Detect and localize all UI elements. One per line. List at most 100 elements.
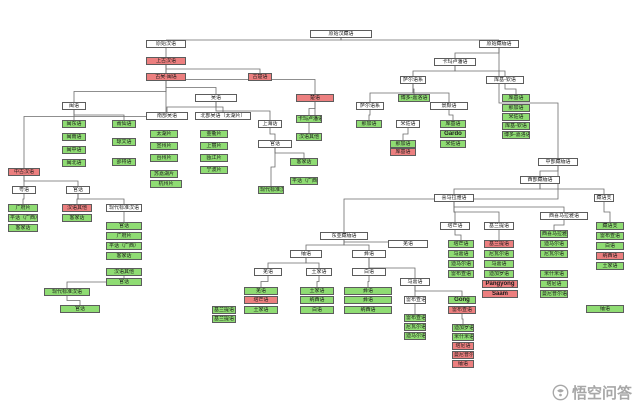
wu-item-4: 金衢片 (200, 130, 228, 138)
connector-line (73, 110, 125, 120)
tb-wh-5: 塔尼语 (540, 280, 568, 288)
connector-line (402, 128, 409, 140)
watermark: 悟空问答 (552, 382, 632, 403)
tibeto-burman-node: 原始藏缅语 (479, 40, 519, 48)
connector-line (343, 240, 370, 250)
connector-line (23, 65, 167, 168)
tb-tamang-1: 塔芒语 (448, 240, 474, 248)
tb-item-c: 那加语 (390, 140, 416, 148)
min-item-1: 闽东语 (62, 120, 86, 128)
ea-b-2: 彝语 (344, 296, 392, 304)
ea-l-2: 尼瓦尔语 (404, 323, 426, 331)
old-chu-node: 古楚语 (248, 73, 272, 81)
tb-tib-6: 缅语 (586, 305, 624, 313)
north-item-2: 客家话 (62, 214, 92, 222)
wu-northern-node: 北部吴语（太湖片） (195, 112, 251, 120)
connector-line (215, 102, 224, 112)
ea-t-3: 白语 (300, 306, 334, 314)
connector-line (368, 258, 416, 278)
mandarin-item-5: 汉语其他 (106, 268, 142, 276)
mandarin-item-1: 官话 (106, 222, 142, 230)
wu-item-10: 上海话 (258, 120, 282, 128)
connector-line (165, 65, 261, 73)
tb-konyak-node: 萨尔语系 (356, 102, 384, 110)
connector-line (22, 194, 25, 204)
connector-line (340, 38, 499, 41)
ea-l-3: 迪马尔语 (404, 332, 426, 340)
wu-item-3: 台州片 (150, 154, 178, 162)
ea-tujia-node: 土家语 (306, 268, 332, 276)
watermark-text: 悟空问答 (571, 385, 632, 402)
canton-item-3: 客家话 (8, 224, 38, 232)
tb-right-4: 库基-钦语 (502, 122, 530, 130)
connector-line (414, 286, 463, 296)
tb-right-1: 库基语 (502, 94, 530, 102)
min-item-5: 莆仙语 (112, 120, 136, 128)
tb-tamang-2: 马嘉语 (448, 250, 474, 258)
ea-l-1: 雷布查语 (404, 314, 426, 322)
connector-line (166, 38, 342, 41)
wu-item-9: 杭州片 (150, 180, 182, 188)
mandarin-item-2: 广府片 (106, 232, 142, 240)
old-wu-min-node: 古吴·闽语 (146, 73, 186, 81)
tb-right-5: 博多-嘉洛语 (502, 131, 530, 139)
min-item-3: 闽中语 (62, 146, 86, 154)
tb-kiranti-2: 尼瓦尔语 (484, 250, 514, 258)
min-item-7: 邵将语 (112, 158, 136, 166)
tb-tib-5: 土家语 (596, 262, 624, 270)
wu-item-7: 宁波片 (200, 166, 228, 174)
north-item-1: 汉语其他 (62, 204, 92, 212)
mid-item-2: 平话（广西） (290, 177, 318, 185)
ea-bai-node: 白语 (352, 268, 386, 276)
ea-q-2: 塔芒语 (244, 296, 278, 304)
tb-right-3: 米佐语 (502, 113, 530, 121)
min-item-4: 闽北语 (62, 159, 86, 167)
connector-line (553, 220, 565, 230)
connector-line (165, 81, 217, 94)
ea-t-1: 土家语 (300, 287, 334, 295)
connector-line (23, 176, 79, 186)
tb-tib-4: 纳西语 (596, 252, 624, 260)
wukong-logo-icon (552, 384, 569, 401)
connector-line (539, 166, 559, 176)
root-node: 原始汉藏语 (310, 30, 372, 38)
wu-item-8: 苏嘉湖片 (150, 170, 178, 178)
tb-wh-2: 迪马尔语 (540, 240, 568, 248)
canton-item-2: 平话（广西） (8, 214, 38, 222)
wu-item-1: 太湖片 (150, 130, 178, 138)
tb-kiranti-1: 基兰提语 (484, 240, 514, 248)
western-tb-node: 西部藏缅语 (520, 176, 560, 184)
tb-item-a: 库基语 (440, 120, 466, 128)
chu-item-1: 卡玛卢潘语 (296, 115, 322, 123)
wu-southern-node: 南部吴语 (146, 112, 188, 120)
tb-item-d: 库基语 (390, 148, 416, 156)
tb-item-b: 米佐语 (440, 140, 466, 148)
connector-line (539, 184, 605, 194)
east-asian-node: 东亚藏缅语 (320, 232, 368, 240)
min-item-2: 闽南语 (62, 133, 86, 141)
tb-west-himalayan-node: 西喜马拉雅语 (540, 212, 588, 220)
ea-b-3: 纳西语 (344, 306, 392, 314)
ea-northern-node: 缅语 (290, 250, 322, 258)
ea-g-3: 塔尼语 (452, 342, 474, 350)
tb-tib-1: 藏语支 (596, 222, 624, 230)
tb-sal-node: 萨尔语系 (400, 76, 426, 84)
ea-b-1: 彝语 (344, 287, 392, 295)
tb-kamarupan-node: 卡玛卢潘语 (434, 58, 476, 66)
connector-line (270, 148, 276, 186)
ea-magar-node: 马嘉语 (400, 278, 430, 286)
connector-line (454, 230, 462, 240)
tb-wh-3: 尼瓦尔语 (540, 250, 568, 258)
tb-tamang-3: 迪马尔语 (448, 260, 474, 268)
ancient-chinese-node: 上古汉语 (146, 57, 186, 65)
tb-luish-node: 米佐语 (396, 120, 420, 128)
wu-item-5: 上丽片 (200, 142, 228, 150)
connector-line (454, 48, 500, 58)
wu-item-6: 瓯江片 (200, 154, 228, 162)
central-tb-node: 中部藏缅语 (538, 158, 578, 166)
ea-g-5: 缅语 (452, 360, 474, 368)
connector-line (267, 258, 307, 268)
wu-label-node: 吴语 (195, 94, 237, 102)
tb-wh-4: 米什米语 (540, 270, 568, 278)
tb-tib-3: 白语 (596, 242, 624, 250)
